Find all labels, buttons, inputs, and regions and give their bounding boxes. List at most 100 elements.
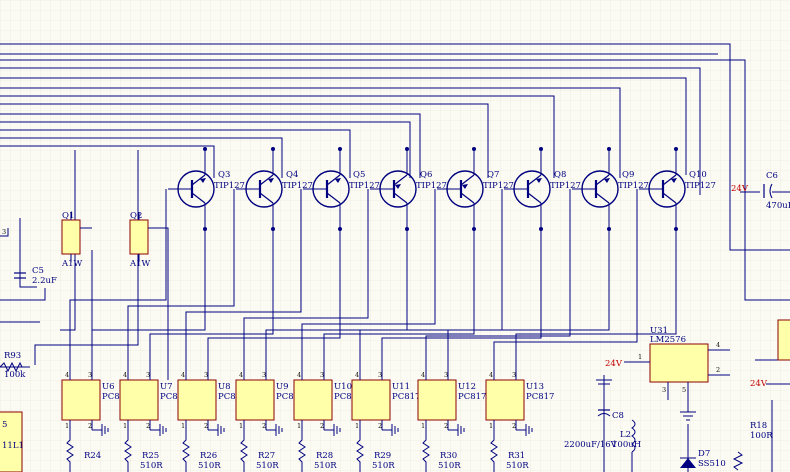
resistor-ref: R27: [258, 451, 275, 461]
signal-wire[interactable]: [69, 189, 167, 366]
transistor-ref: Q3: [218, 170, 230, 180]
optocoupler-body[interactable]: [61, 379, 101, 421]
resistor-body[interactable]: [422, 430, 430, 472]
resistor-body[interactable]: [298, 430, 306, 472]
optocoupler-body[interactable]: [293, 379, 333, 421]
generated-parts[interactable]: Q3TIP127Q4TIP127Q5TIP127Q6TIP127Q7TIP127…: [61, 147, 716, 472]
signal-wire[interactable]: [91, 229, 206, 366]
resistor-value: 510R: [438, 461, 461, 471]
optocoupler-ref: U12: [458, 382, 476, 392]
q1-part[interactable]: Q1 A1W: [61, 211, 92, 269]
u31-value: LM2576: [650, 335, 686, 345]
optocoupler-body[interactable]: [417, 379, 457, 421]
signal-wire[interactable]: [381, 229, 542, 366]
signal-wire[interactable]: [243, 189, 369, 366]
resistor-value: 510R: [372, 461, 395, 471]
bus-wire: [0, 95, 555, 178]
optocoupler-body[interactable]: [119, 379, 159, 421]
q2-body[interactable]: [129, 219, 149, 255]
optocoupler-body[interactable]: [485, 379, 525, 421]
signal-wire[interactable]: [301, 189, 436, 366]
l2-ref: L2: [620, 430, 631, 440]
partial-ic[interactable]: 5 11L1: [0, 411, 24, 472]
optocoupler-body[interactable]: [177, 379, 217, 421]
resistor-r24[interactable]: R24: [66, 430, 101, 472]
resistor-value: 510R: [140, 461, 163, 471]
transistor-ref: Q7: [487, 170, 499, 180]
resistor-body[interactable]: [356, 430, 364, 472]
c5-part[interactable]: C5 2.2uF: [14, 266, 57, 286]
u31-ref: U31: [650, 326, 668, 336]
r93-part[interactable]: R93 100k: [0, 351, 26, 380]
q2-ref: Q2: [130, 211, 142, 221]
resistor-body[interactable]: [490, 430, 498, 472]
optocoupler-body[interactable]: [351, 379, 391, 421]
signal-wire[interactable]: [127, 189, 235, 366]
control-bus[interactable]: [0, 43, 790, 301]
transistor-ref: Q6: [420, 170, 432, 180]
regulator-section[interactable]: U31 LM2576 1 4 2 3 5 C8 2200uF/16V L2 10…: [564, 171, 790, 472]
bus-wire: [0, 113, 421, 178]
partial-ic-right[interactable]: [777, 319, 790, 361]
signal-wire[interactable]: [265, 229, 408, 366]
signal-wire[interactable]: [447, 229, 610, 366]
q2-part[interactable]: Q2 A1W: [129, 211, 155, 269]
ground-icon: [596, 379, 612, 385]
u31-body[interactable]: [649, 343, 709, 383]
pin-number: 3: [512, 371, 516, 379]
r93-body[interactable]: [0, 361, 23, 373]
signal-wire[interactable]: [493, 189, 638, 366]
r93-ref: R93: [4, 351, 21, 361]
bus-wire: [0, 77, 687, 175]
resistor-body[interactable]: [182, 430, 190, 472]
l2-coil[interactable]: [631, 419, 636, 453]
signal-wire[interactable]: [515, 229, 677, 366]
resistor-body[interactable]: [124, 430, 132, 472]
wire: [60, 150, 76, 331]
bus-wire: [0, 87, 621, 178]
signal-wire[interactable]: [185, 189, 302, 366]
transistor-ref: Q5: [353, 170, 365, 180]
signal-wire[interactable]: [149, 229, 274, 366]
signal-wire[interactable]: [207, 229, 341, 366]
signal-wire[interactable]: [359, 189, 503, 366]
signal-wire[interactable]: [425, 189, 571, 366]
optocoupler-body[interactable]: [235, 379, 275, 421]
resistor-body[interactable]: [66, 430, 74, 472]
c8-value: 2200uF/16V: [564, 440, 618, 450]
signal-wire[interactable]: [323, 229, 475, 366]
c5-ref: C5: [32, 266, 44, 276]
optocoupler-value: PC817: [160, 392, 188, 402]
transistor-ref: Q10: [689, 170, 707, 180]
bus-wire: [0, 59, 790, 301]
q1-body[interactable]: [61, 219, 81, 255]
bus-wire: [0, 129, 351, 178]
r18-body[interactable]: [732, 451, 744, 471]
resistor-body[interactable]: [240, 430, 248, 472]
u31-pin2: 2: [716, 366, 720, 374]
